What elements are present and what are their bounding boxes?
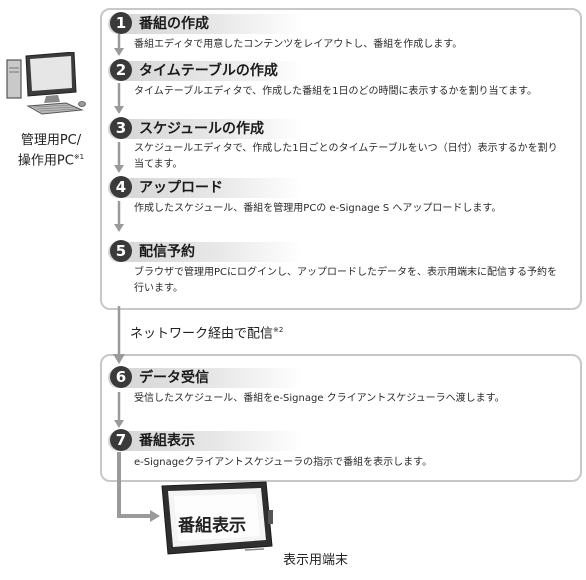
step-5-description: ブラウザで管理用PCにログインし、アップロードしたデータを、表示用端末に配信する… <box>134 267 558 294</box>
step-3-title: スケジュールの作成 <box>139 121 265 137</box>
step-3-header: 3 スケジュールの作成 <box>108 117 303 141</box>
step-4-title: アップロード <box>139 180 223 196</box>
network-note-mark: ※2 <box>273 326 284 334</box>
step-7-number: 7 <box>110 429 132 451</box>
step-2-number: 2 <box>110 59 132 81</box>
step-2-title: タイムテーブルの作成 <box>139 63 278 79</box>
admin-pc-label-line1: 管理用PC/ <box>20 133 82 148</box>
step-5-title: 配信予約 <box>139 244 195 260</box>
step-6-description: 受信したスケジュール、番組をe-Signage クライアントスケジューラへ渡しま… <box>134 393 505 404</box>
step-5-pill <box>108 242 303 262</box>
admin-pc-icon <box>6 52 86 115</box>
step-1-header: 1 番組の作成 <box>108 12 303 36</box>
admin-pc-label: 管理用PC/ 操作用PC※1 <box>8 132 94 169</box>
step-6-header: 6 データ受信 <box>108 366 303 390</box>
display-terminal-icon <box>161 481 273 555</box>
step-5-header: 5 配信予約 <box>108 240 303 264</box>
display-terminal-label: 表示用端末 <box>283 553 349 568</box>
display-screen-text: 番組表示 <box>178 516 246 536</box>
step-3-pill <box>108 119 303 139</box>
step-3-number: 3 <box>110 117 132 139</box>
step-2-pill <box>108 61 303 81</box>
step-4-number: 4 <box>110 176 132 198</box>
step-3-description: スケジュールエディタで、作成した1日ごとのタイムテーブルをいつ（日付）表示するか… <box>134 143 558 170</box>
step-2-header: 2 タイムテーブルの作成 <box>108 59 303 83</box>
step-1-number: 1 <box>110 12 132 34</box>
admin-pc-label-line2: 操作用PC <box>17 153 74 169</box>
step-7-pill <box>108 431 303 451</box>
step-6-title: データ受信 <box>139 370 209 386</box>
step-1-title: 番組の作成 <box>139 16 209 32</box>
step-7-title: 番組表示 <box>139 433 195 449</box>
step-1-description: 番組エディタで用意したコンテンツをレイアウトし、番組を作成します。 <box>134 39 463 50</box>
step-4-description: 作成したスケジュール、番組を管理用PCの e-Signage S へアップロード… <box>134 203 502 214</box>
step-6-pill <box>108 368 303 388</box>
network-label-text: ネットワーク経由で配信 <box>130 326 274 342</box>
step-6-number: 6 <box>110 366 132 388</box>
step-7-header: 7 番組表示 <box>108 429 303 453</box>
step-4-pill <box>108 178 303 198</box>
network-label: ネットワーク経由で配信※2 <box>130 322 283 342</box>
step-1-pill <box>108 14 303 34</box>
step-7-description: e-Signageクライアントスケジューラの指示で番組を表示します。 <box>134 457 433 468</box>
step-2-description: タイムテーブルエディタで、作成した番組を1日のどの時間に表示するかを割り当てます… <box>134 86 537 97</box>
step-4-header: 4 アップロード <box>108 176 303 200</box>
step-5-number: 5 <box>110 240 132 262</box>
admin-pc-note-mark: ※1 <box>73 153 85 161</box>
